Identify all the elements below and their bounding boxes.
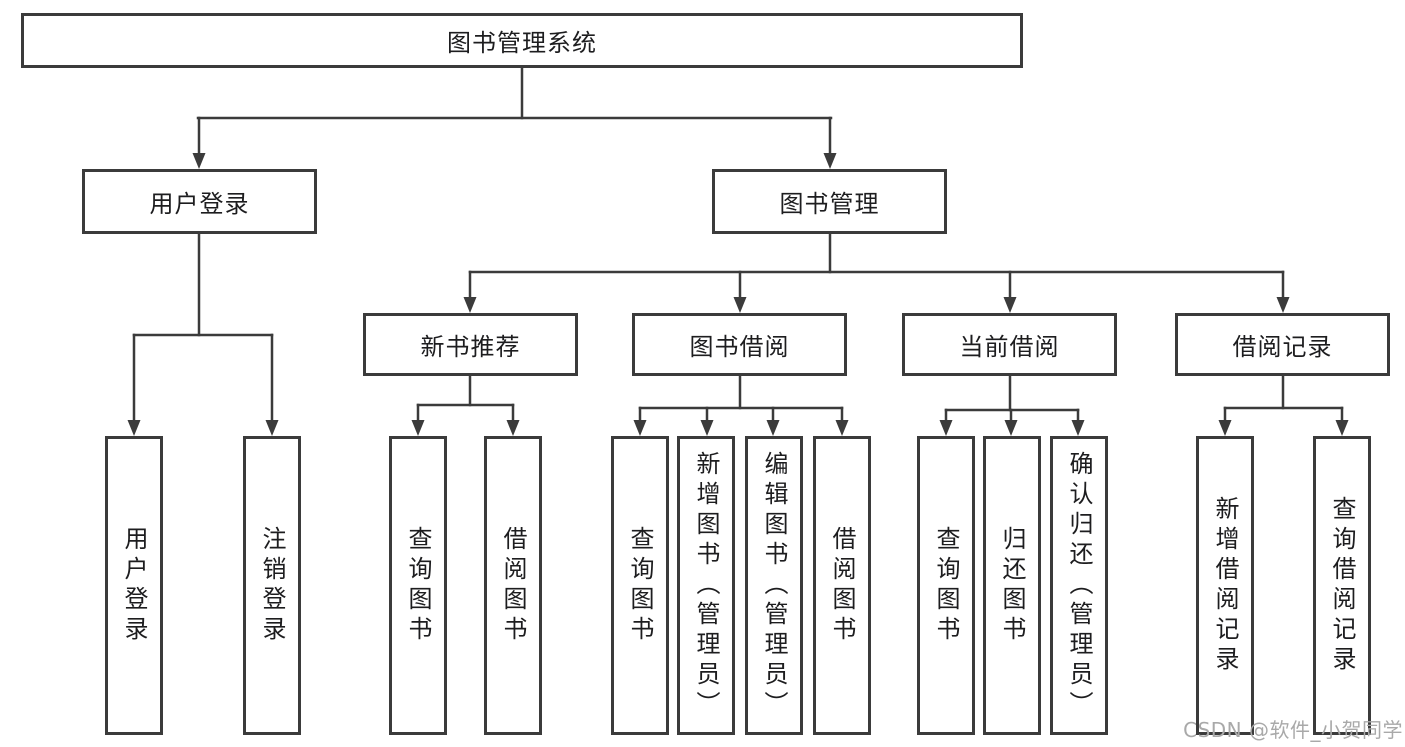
arrowhead-icon [733,297,747,313]
node-book-management: 图书管理 [712,169,947,234]
arrowhead-icon [1004,420,1018,436]
node-borrow-books-leaf: 借阅图书 [813,436,871,735]
node-logout-leaf: 注销登录 [243,436,301,735]
arrowhead-icon [823,153,837,169]
node-edit-books-admin: 编辑图书（管理员） [745,436,803,735]
node-add-borrow-record: 新增借阅记录 [1196,436,1254,735]
node-confirm-return-admin: 确认归还（管理员） [1050,436,1108,735]
arrowhead-icon [633,420,647,436]
arrowhead-icon [192,153,206,169]
node-user-login-leaf: 用户登录 [105,436,163,735]
arrowhead-icon [700,420,714,436]
arrowhead-icon [506,420,520,436]
node-current-query-books: 查询图书 [917,436,975,735]
node-borrowing-records: 借阅记录 [1175,313,1390,376]
arrowhead-icon [1218,420,1232,436]
arrowhead-icon [835,420,849,436]
arrowhead-icon [1276,297,1290,313]
node-library-management-system: 图书管理系统 [21,13,1023,68]
node-user-login: 用户登录 [82,169,317,234]
node-query-borrow-record: 查询借阅记录 [1313,436,1371,735]
arrowhead-icon [766,420,780,436]
node-recommend-query-books: 查询图书 [389,436,447,735]
node-return-books: 归还图书 [983,436,1041,735]
node-recommend-borrow-books: 借阅图书 [484,436,542,735]
node-current-borrowing: 当前借阅 [902,313,1117,376]
arrowhead-icon [939,420,953,436]
csdn-watermark: CSDN @软件_小贺同学 [1183,718,1403,742]
node-borrowing-query-books: 查询图书 [611,436,669,735]
arrowhead-icon [1071,420,1085,436]
arrowhead-icon [265,420,279,436]
node-book-borrowing: 图书借阅 [632,313,847,376]
arrowhead-icon [1003,297,1017,313]
arrowhead-icon [127,420,141,436]
arrowhead-icon [463,297,477,313]
arrowhead-icon [411,420,425,436]
node-add-books-admin: 新增图书（管理员） [677,436,735,735]
arrowhead-icon [1335,420,1349,436]
node-new-book-recommendation: 新书推荐 [363,313,578,376]
